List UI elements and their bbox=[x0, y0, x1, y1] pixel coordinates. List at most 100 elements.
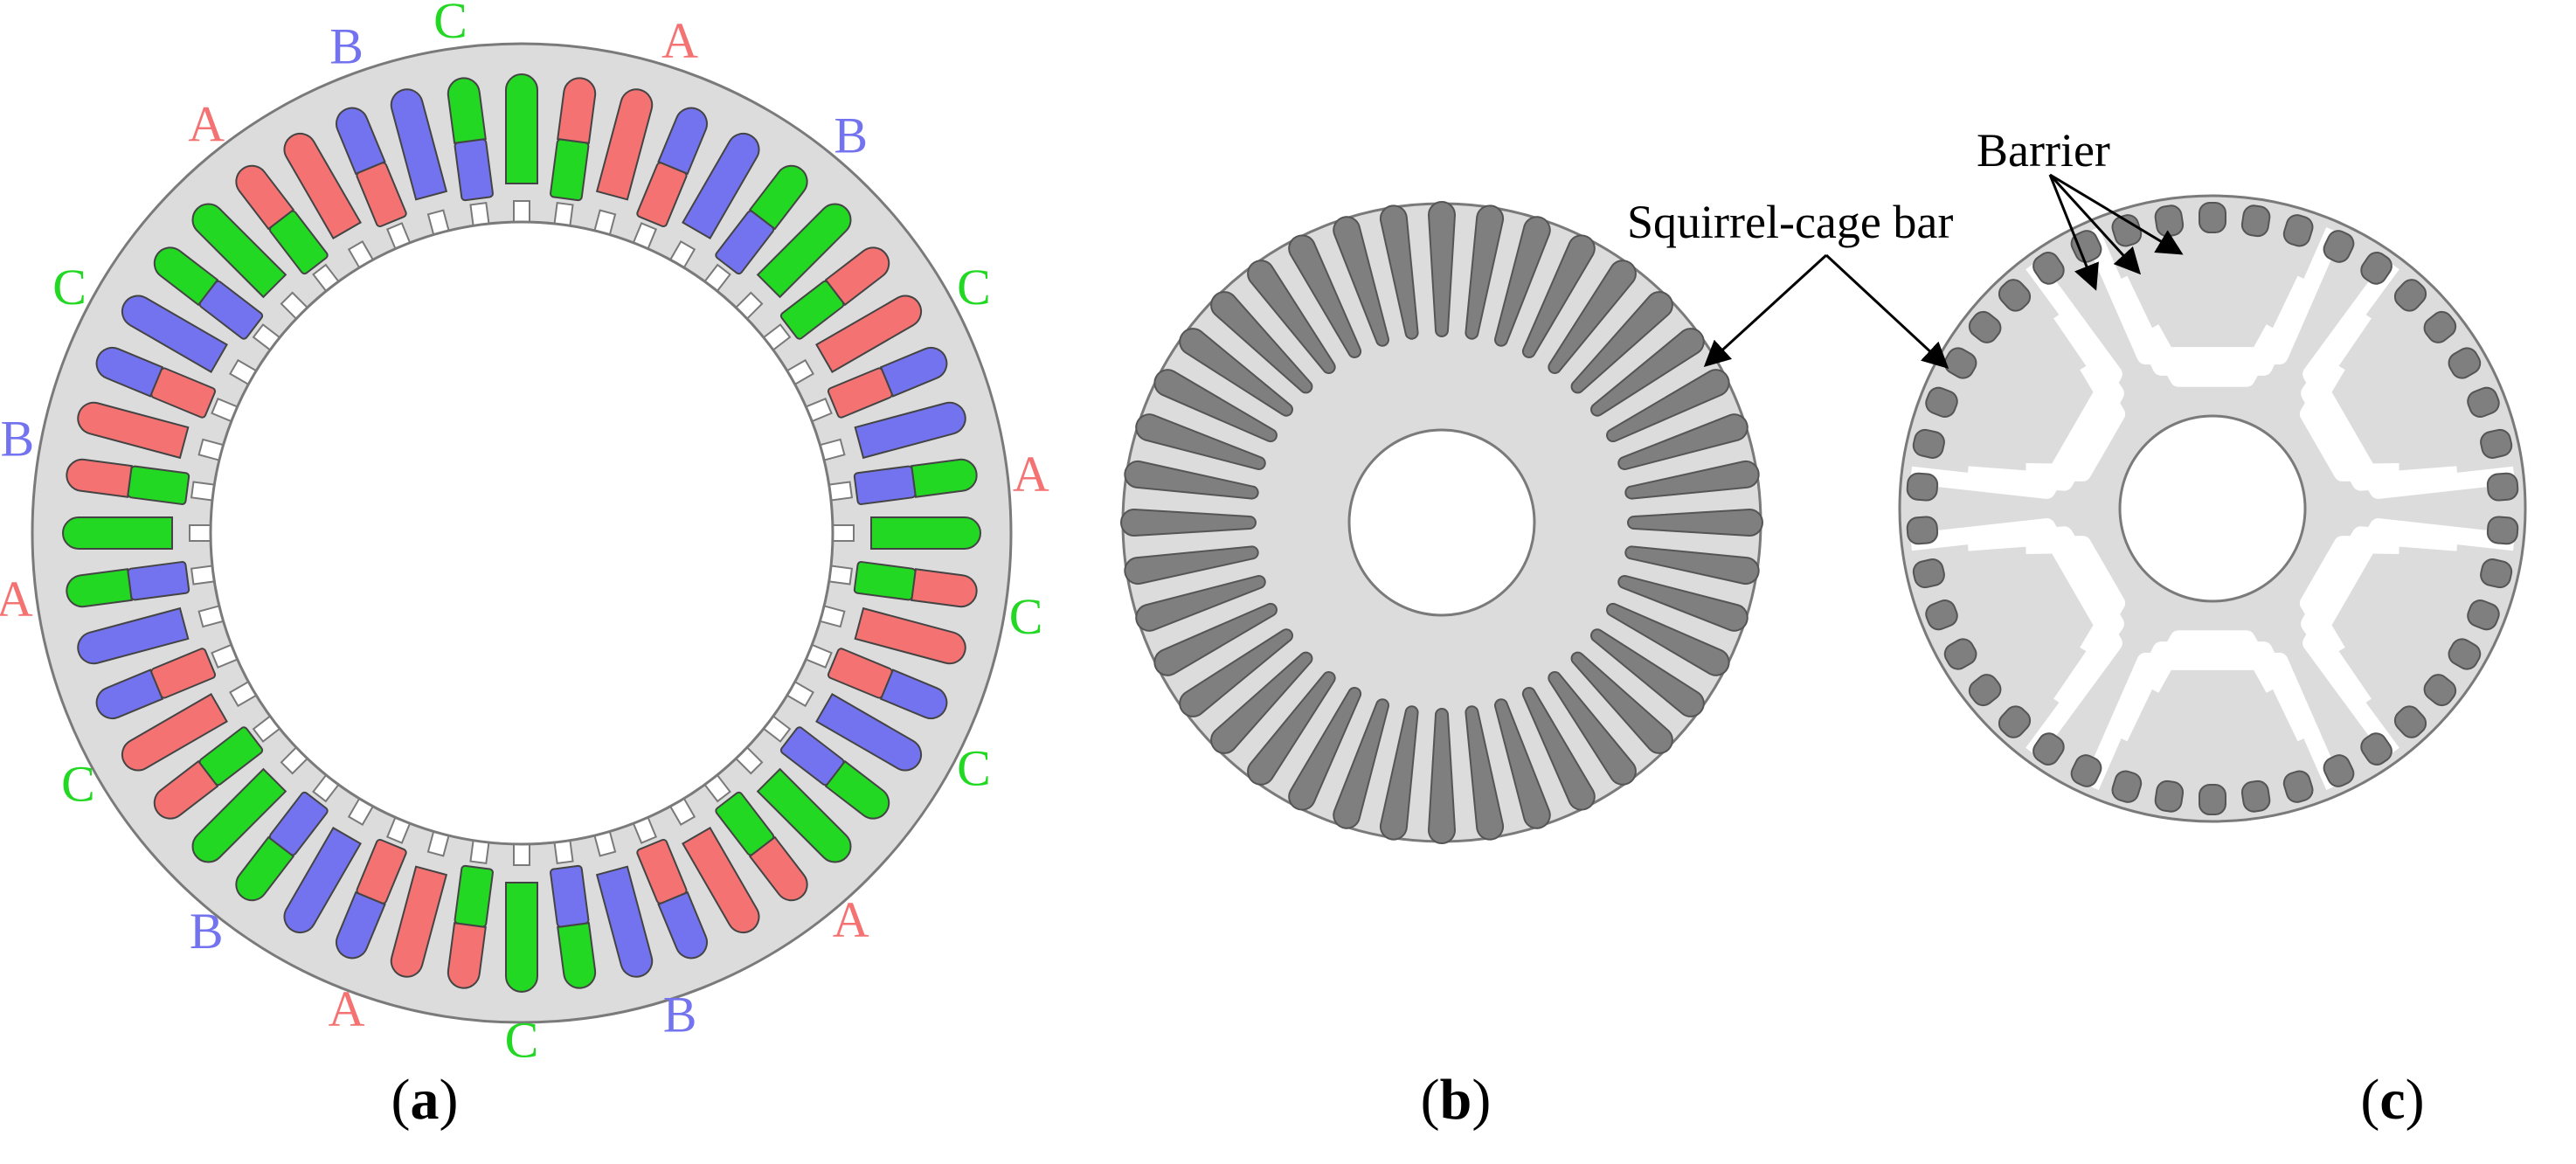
cage-bar bbox=[2070, 754, 2102, 787]
stator-slot bbox=[632, 107, 709, 250]
cage-bar-shape bbox=[2240, 204, 2271, 238]
cage-bar-shape bbox=[2467, 599, 2500, 631]
cage-bar-shape bbox=[2154, 779, 2185, 813]
stator-slot bbox=[832, 516, 981, 550]
slot-coil-upper bbox=[335, 107, 386, 176]
squirrel-cage-rotor bbox=[1120, 201, 1763, 844]
cage-bar-shape bbox=[1210, 291, 1313, 394]
cage-bar-shape bbox=[1135, 413, 1266, 471]
cage-bar bbox=[1606, 602, 1730, 676]
flux-barrier bbox=[2111, 275, 2314, 376]
cage-bar bbox=[1247, 260, 1336, 375]
cage-bar-shape bbox=[1624, 460, 1760, 500]
caption-a-close: ) bbox=[440, 1068, 459, 1132]
cage-bar-shape bbox=[2323, 230, 2355, 263]
slot-coil-upper bbox=[911, 458, 978, 498]
barrier-pole bbox=[1909, 259, 2126, 499]
phase-label-c: C bbox=[1009, 588, 1043, 645]
cage-bar bbox=[1906, 472, 1939, 502]
cage-bar-shape bbox=[1548, 670, 1637, 786]
cage-bar bbox=[1288, 234, 1362, 358]
cage-bar-shape bbox=[1124, 545, 1259, 585]
cage-bar bbox=[2423, 310, 2457, 343]
cage-bar-shape bbox=[2070, 754, 2102, 787]
slot-coil-upper bbox=[95, 669, 164, 720]
cage-bar-shape bbox=[1570, 651, 1673, 754]
arrow-to-bar-c bbox=[1825, 253, 1949, 370]
cage-bar bbox=[1624, 545, 1760, 585]
stator-slot bbox=[153, 715, 281, 820]
slot-opening bbox=[553, 201, 574, 227]
stator-slot bbox=[819, 605, 966, 665]
stator-slots bbox=[62, 73, 981, 993]
stator-slot bbox=[805, 643, 948, 720]
cage-bar-shape bbox=[1570, 291, 1673, 394]
cage-bar-shape bbox=[1465, 705, 1505, 841]
slot-coil bbox=[283, 827, 362, 934]
slot-coil bbox=[595, 88, 654, 201]
cage-bar bbox=[1912, 428, 1945, 459]
cage-bar bbox=[2393, 279, 2427, 312]
flux-barrier bbox=[2299, 536, 2399, 657]
stator-slot bbox=[703, 773, 808, 902]
slot-coil-upper bbox=[557, 922, 597, 989]
flux-barrier bbox=[2111, 641, 2314, 742]
stator-slot bbox=[95, 346, 239, 423]
slot-coil-upper bbox=[447, 77, 487, 144]
slot-coil-upper bbox=[748, 164, 808, 231]
slot-coil bbox=[77, 401, 190, 460]
barrier-arrows bbox=[2048, 173, 2184, 291]
cage-bar bbox=[2199, 202, 2226, 233]
cage-bar bbox=[1548, 260, 1637, 375]
cage-bar-shape bbox=[2486, 516, 2519, 545]
cage-bar bbox=[1493, 216, 1551, 347]
cage-bar bbox=[1124, 545, 1259, 585]
arrow-to-barrier-2 bbox=[2048, 173, 2142, 275]
cage-bar bbox=[2480, 558, 2513, 589]
cage-bar-shape bbox=[1333, 216, 1390, 347]
cage-bar bbox=[1124, 460, 1259, 500]
barrier-pole bbox=[1909, 518, 2126, 759]
cage-bar-shape bbox=[2154, 204, 2185, 238]
flux-barrier bbox=[1967, 308, 2124, 491]
cage-bar bbox=[1427, 201, 1457, 337]
cage-bar-shape bbox=[2448, 347, 2482, 379]
phase-label-a: A bbox=[188, 96, 225, 153]
cage-bar bbox=[2111, 770, 2143, 803]
flux-barriers bbox=[1909, 226, 2516, 791]
slot-coil-upper bbox=[153, 759, 219, 820]
cage-bar-shape bbox=[1912, 428, 1945, 459]
slot-coil bbox=[756, 767, 852, 863]
cage-bar-shape bbox=[1493, 698, 1551, 829]
slot-coil-lower bbox=[454, 864, 494, 928]
cage-bar bbox=[1548, 670, 1637, 786]
slot-coil bbox=[682, 132, 760, 239]
cage-bar-shape bbox=[1617, 574, 1748, 632]
caption-c: (c) bbox=[2360, 1068, 2424, 1132]
stator-slot bbox=[66, 458, 216, 505]
stator-bore bbox=[209, 220, 834, 846]
squirrel-cage-bar-annotation: Squirrel-cage bar bbox=[1627, 196, 1953, 248]
cage-bar-shape bbox=[1906, 472, 1939, 502]
cage-bar-shape bbox=[1153, 602, 1278, 676]
barrier-pole bbox=[2082, 630, 2343, 791]
cage-bar bbox=[2360, 252, 2392, 285]
slot-coil bbox=[756, 203, 852, 299]
cage-bar bbox=[1943, 638, 1977, 670]
stator-slot bbox=[786, 680, 923, 772]
slot-coil-upper bbox=[824, 246, 890, 307]
flux-barrier bbox=[2301, 526, 2458, 709]
cage-bar-shape bbox=[1968, 674, 2002, 707]
cage-bar bbox=[1379, 705, 1419, 841]
cage-bar bbox=[1247, 670, 1336, 786]
stator-slot bbox=[668, 797, 760, 934]
stator-slot bbox=[95, 643, 239, 720]
cage-bar-shape bbox=[1124, 460, 1259, 500]
slot-coil-upper bbox=[879, 346, 948, 398]
caption-c-close: ) bbox=[2406, 1068, 2425, 1132]
cage-bar bbox=[1153, 602, 1278, 676]
cage-bar bbox=[2486, 472, 2519, 502]
cage-bar-shape bbox=[2282, 770, 2314, 803]
stator-slot bbox=[447, 839, 494, 989]
